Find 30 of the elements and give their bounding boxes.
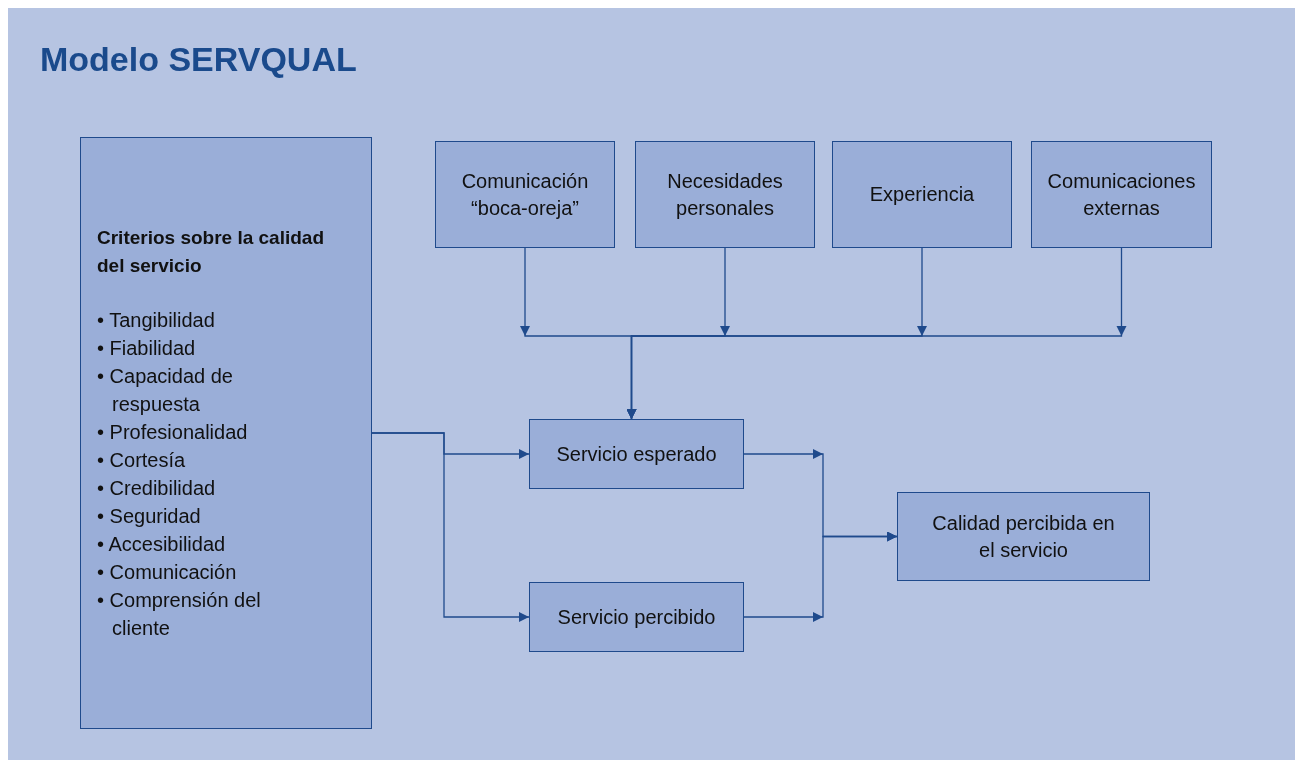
arrow — [371, 432, 530, 622]
process-box — [635, 141, 815, 248]
list-item: • Comprensión del cliente — [97, 588, 262, 641]
list-item: • Seguridad — [97, 504, 202, 529]
list-item: • Capacidad de respuesta — [97, 364, 234, 417]
list-item: • Tangibilidad — [97, 308, 216, 333]
list-item: • Credibilidad — [97, 476, 217, 501]
process-box — [1031, 141, 1212, 248]
list-item: • Cortesía — [97, 448, 187, 473]
node-label: Servicio esperado — [555, 441, 718, 467]
process-box — [897, 492, 1150, 581]
process-box — [435, 141, 615, 248]
node-label: Servicio percibido — [556, 604, 717, 630]
process-box — [832, 141, 1012, 248]
arrow — [743, 531, 898, 618]
list-item: • Profesionalidad — [97, 420, 249, 445]
diagram-title: Modelo SERVQUAL — [40, 40, 357, 79]
node-label: Comunicaciones externas — [1046, 168, 1197, 221]
node-label: Experiencia — [868, 182, 976, 207]
node-label: Necesidades personales — [666, 168, 784, 221]
process-box — [529, 582, 744, 652]
list-item: • Fiabilidad — [97, 336, 197, 361]
box-heading: Criterios sobre la calidad del servicio — [97, 226, 326, 278]
arrow — [626, 247, 1123, 420]
process-box — [80, 137, 372, 729]
list-item: • Comunicación — [97, 560, 238, 585]
process-box — [529, 419, 744, 489]
node-label: Calidad percibida en el servicio — [931, 510, 1116, 563]
list-item: • Accesibilidad — [97, 532, 227, 557]
node-label: Comunicación “boca-oreja” — [460, 168, 590, 221]
